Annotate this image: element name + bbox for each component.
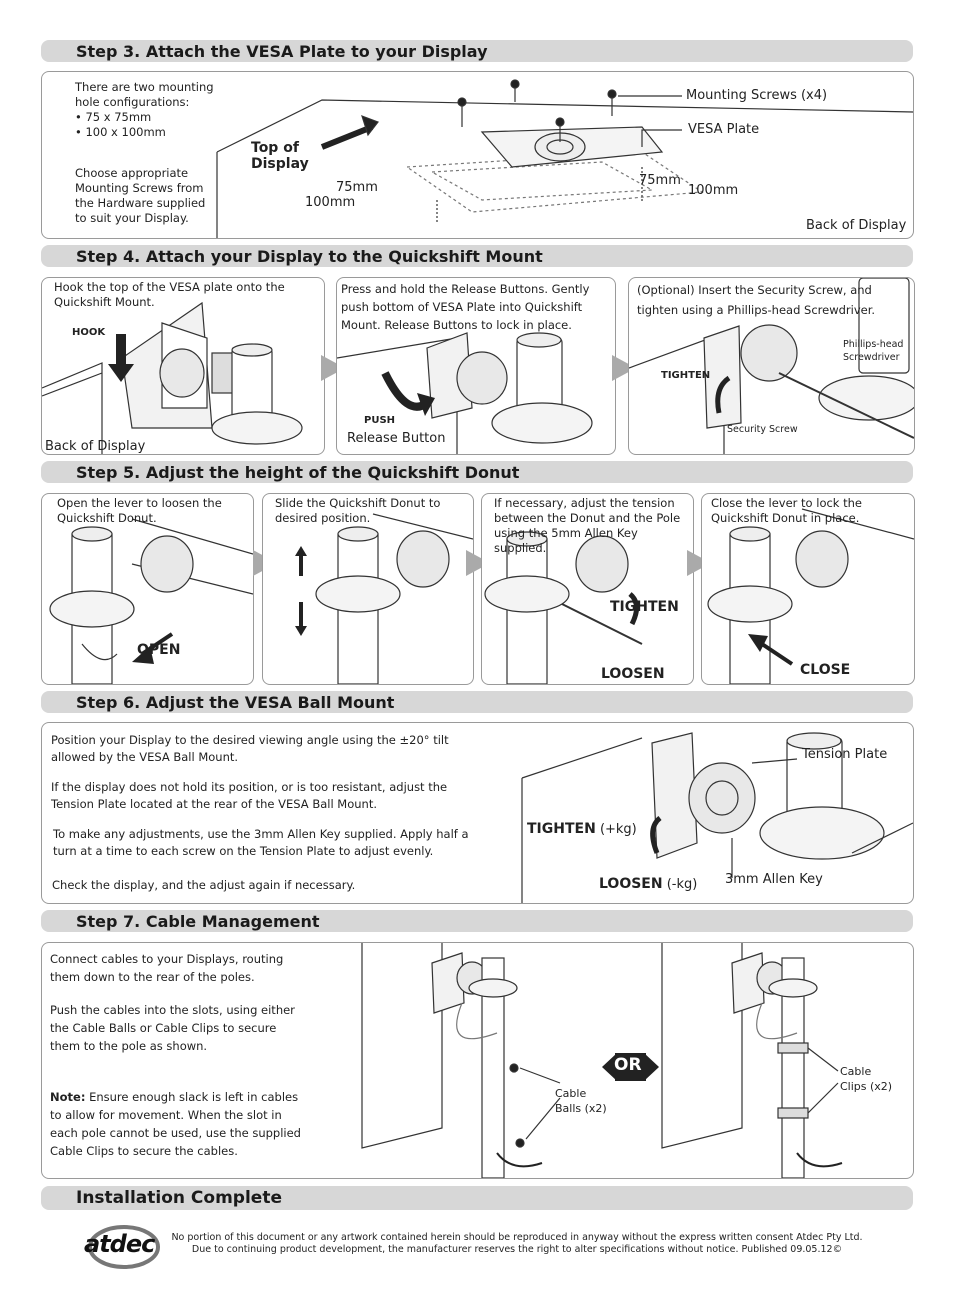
- security-screw-label: Security Screw: [727, 423, 798, 436]
- step4-panel-2: Press and hold the Release Buttons. Gent…: [336, 277, 616, 455]
- footer-line-2: Due to continuing product development, t…: [170, 1244, 864, 1256]
- allen-key-label: 3mm Allen Key: [725, 872, 823, 887]
- step6-panel: Position your Display to the desired vie…: [41, 722, 914, 904]
- tighten-unit: (+kg): [600, 822, 637, 837]
- step4-p3-text: (Optional) Insert the Security Screw, an…: [637, 280, 875, 320]
- phillips-screwdriver-label: Phillips-head Screwdriver: [843, 338, 903, 364]
- cable-clips-label: Cable Clips (x2): [840, 1064, 892, 1094]
- mounting-screws-label: Mounting Screws (x4): [686, 88, 827, 103]
- step3-title: Step 3. Attach the VESA Plate to your Di…: [76, 42, 488, 61]
- tighten-label: TIGHTEN: [661, 370, 710, 381]
- vesa-plate-label: VESA Plate: [688, 122, 759, 137]
- step5-p4-text: Close the lever to lock the Quickshift D…: [711, 496, 862, 526]
- tighten-text: TIGHTEN: [527, 821, 596, 837]
- dim-100-left: 100mm: [305, 195, 355, 210]
- step5-panel-4: Close the lever to lock the Quickshift D…: [701, 493, 915, 685]
- step4-title: Step 4. Attach your Display to the Quick…: [76, 247, 543, 266]
- open-label: OPEN: [137, 642, 180, 658]
- step4-panel-3: (Optional) Insert the Security Screw, an…: [628, 277, 915, 455]
- tighten-kg-label: TIGHTEN (+kg): [527, 821, 637, 837]
- step5-panel-3: If necessary, adjust the tension between…: [481, 493, 694, 685]
- step3-panel: There are two mounting hole configuratio…: [41, 71, 914, 239]
- step6-para3: To make any adjustments, use the 3mm All…: [53, 826, 469, 860]
- note-text: Ensure enough slack is left in cables to…: [50, 1090, 301, 1158]
- step5-panel-2: Slide the Quickshift Donut to desired po…: [262, 493, 474, 685]
- footer-copyright: No portion of this document or any artwo…: [170, 1232, 864, 1256]
- step7-note: Note: Ensure enough slack is left in cab…: [50, 1088, 301, 1160]
- loosen-text: LOOSEN: [599, 876, 663, 892]
- loosen-unit: (-kg): [667, 877, 698, 892]
- note-label: Note:: [50, 1090, 85, 1104]
- step4-panel-1: Hook the top of the VESA plate onto the …: [41, 277, 325, 455]
- complete-header: Installation Complete: [41, 1186, 913, 1210]
- step3-header: Step 3. Attach the VESA Plate to your Di…: [41, 40, 913, 62]
- step6-para1: Position your Display to the desired vie…: [51, 732, 449, 766]
- step5-p3-text: If necessary, adjust the tension between…: [494, 496, 693, 556]
- step3-choose: Choose appropriate Mounting Screws from …: [75, 166, 205, 226]
- step5-p2-text: Slide the Quickshift Donut to desired po…: [275, 496, 440, 526]
- close-label: CLOSE: [800, 662, 850, 678]
- step4-header: Step 4. Attach your Display to the Quick…: [41, 245, 913, 267]
- step4-p2-text: Press and hold the Release Buttons. Gent…: [341, 280, 589, 334]
- loosen-kg-label: LOOSEN (-kg): [599, 876, 697, 892]
- step7-header: Step 7. Cable Management: [41, 910, 913, 932]
- or-badge: OR: [614, 1055, 642, 1075]
- top-of-display-label: Top of Display: [251, 140, 309, 172]
- step3-intro: There are two mounting hole configuratio…: [75, 80, 214, 140]
- footer-line-1: No portion of this document or any artwo…: [170, 1232, 864, 1244]
- step7-title: Step 7. Cable Management: [76, 912, 320, 931]
- step4-p1-text: Hook the top of the VESA plate onto the …: [54, 280, 285, 310]
- step6-header: Step 6. Adjust the VESA Ball Mount: [41, 691, 913, 713]
- atdec-logo-text: atdec: [84, 1230, 154, 1258]
- step5-panel-1: Open the lever to loosen the Quickshift …: [41, 493, 254, 685]
- step7-panel: Connect cables to your Displays, routing…: [41, 942, 914, 1179]
- step5-p1-text: Open the lever to loosen the Quickshift …: [57, 496, 222, 526]
- cable-balls-label: Cable Balls (x2): [555, 1086, 607, 1116]
- release-button-label: Release Button: [347, 431, 445, 446]
- step6-title: Step 6. Adjust the VESA Ball Mount: [76, 693, 394, 712]
- dim-100-right: 100mm: [688, 183, 738, 198]
- step5-title: Step 5. Adjust the height of the Quicksh…: [76, 463, 519, 482]
- step6-para4: Check the display, and the adjust again …: [52, 878, 355, 893]
- step4-back-of-display: Back of Display: [45, 440, 145, 453]
- push-label: PUSH: [364, 415, 395, 426]
- dim-75-left: 75mm: [336, 180, 378, 195]
- hook-label: HOOK: [72, 327, 105, 338]
- tension-plate-label: Tension Plate: [802, 747, 887, 762]
- dim-75-right: 75mm: [639, 173, 681, 188]
- loosen-label: LOOSEN: [601, 666, 665, 682]
- step5-header: Step 5. Adjust the height of the Quicksh…: [41, 461, 913, 483]
- step7-para2: Push the cables into the slots, using ei…: [50, 1001, 295, 1055]
- step6-para2: If the display does not hold its positio…: [51, 779, 447, 813]
- step7-para1: Connect cables to your Displays, routing…: [50, 950, 283, 986]
- complete-title: Installation Complete: [76, 1188, 282, 1208]
- back-of-display-label: Back of Display: [806, 218, 906, 233]
- tighten-label: TIGHTEN: [610, 599, 679, 615]
